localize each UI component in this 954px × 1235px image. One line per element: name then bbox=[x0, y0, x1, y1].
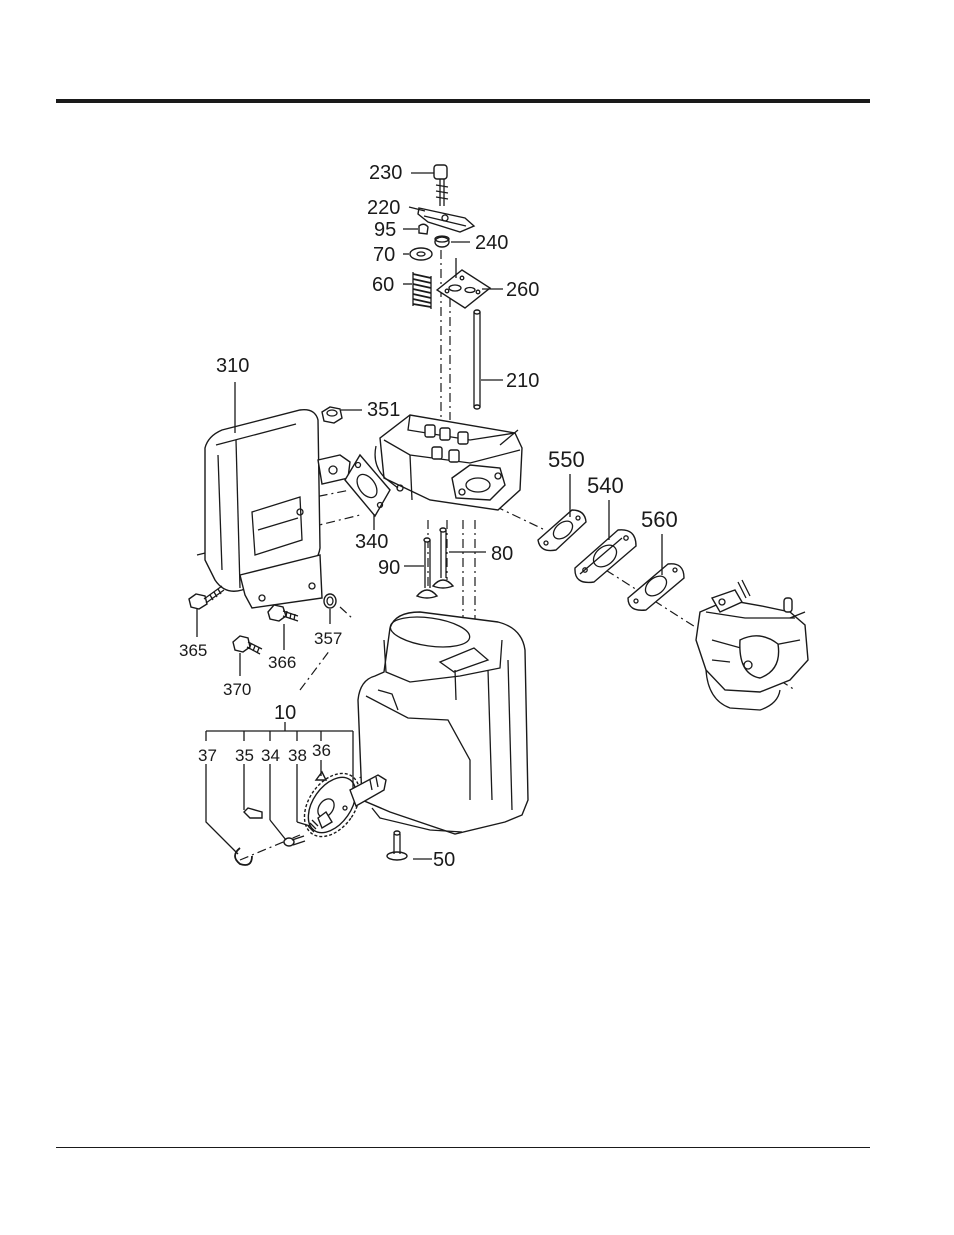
label-351: 351 bbox=[367, 399, 400, 421]
crankcase bbox=[358, 612, 528, 834]
label-50: 50 bbox=[433, 849, 455, 871]
part-37-circlip bbox=[235, 848, 252, 865]
part-70-retainer bbox=[410, 248, 432, 260]
part-260-guide-plate bbox=[437, 258, 490, 308]
part-310-muffler bbox=[205, 410, 350, 608]
label-37: 37 bbox=[198, 746, 217, 765]
part-540-insulator bbox=[575, 530, 636, 583]
part-560-gasket bbox=[628, 564, 684, 610]
label-80: 80 bbox=[491, 543, 513, 565]
part-370-bolt bbox=[233, 636, 262, 654]
label-70: 70 bbox=[373, 244, 395, 266]
part-550-gasket bbox=[538, 510, 586, 551]
label-34: 34 bbox=[261, 746, 280, 765]
part-95-collet bbox=[419, 224, 428, 234]
label-365: 365 bbox=[179, 641, 207, 660]
label-10: 10 bbox=[274, 702, 296, 724]
label-260: 260 bbox=[506, 279, 539, 301]
label-220: 220 bbox=[367, 197, 400, 219]
cylinder-head bbox=[375, 415, 522, 510]
part-210-push-rod bbox=[474, 310, 480, 409]
part-60-spring bbox=[413, 272, 431, 309]
part-80-intake-valve bbox=[433, 528, 453, 588]
label-38: 38 bbox=[288, 746, 307, 765]
label-210: 210 bbox=[506, 370, 539, 392]
label-310: 310 bbox=[216, 355, 249, 377]
label-540: 540 bbox=[587, 473, 624, 498]
label-230: 230 bbox=[369, 162, 402, 184]
label-90: 90 bbox=[378, 557, 400, 579]
part-351-nut bbox=[322, 407, 342, 423]
footer-rule bbox=[56, 1147, 870, 1148]
label-35: 35 bbox=[235, 746, 254, 765]
label-340: 340 bbox=[355, 531, 388, 553]
part-35-clip bbox=[244, 808, 262, 818]
label-95: 95 bbox=[374, 219, 396, 241]
label-357: 357 bbox=[314, 629, 342, 648]
label-60: 60 bbox=[372, 274, 394, 296]
part-230-bolt bbox=[434, 165, 448, 206]
label-36: 36 bbox=[312, 741, 331, 760]
part-90-exhaust-valve bbox=[417, 538, 437, 598]
label-366: 366 bbox=[268, 653, 296, 672]
part-365-bolt bbox=[189, 586, 224, 609]
part-240-nut bbox=[435, 236, 449, 247]
label-550: 550 bbox=[548, 447, 585, 472]
label-560: 560 bbox=[641, 507, 678, 532]
part-366-bolt bbox=[268, 605, 298, 621]
label-240: 240 bbox=[475, 232, 508, 254]
part-357-washer bbox=[324, 594, 336, 608]
label-370: 370 bbox=[223, 680, 251, 699]
part-50-tappet bbox=[387, 831, 407, 860]
carburetor bbox=[696, 580, 808, 710]
